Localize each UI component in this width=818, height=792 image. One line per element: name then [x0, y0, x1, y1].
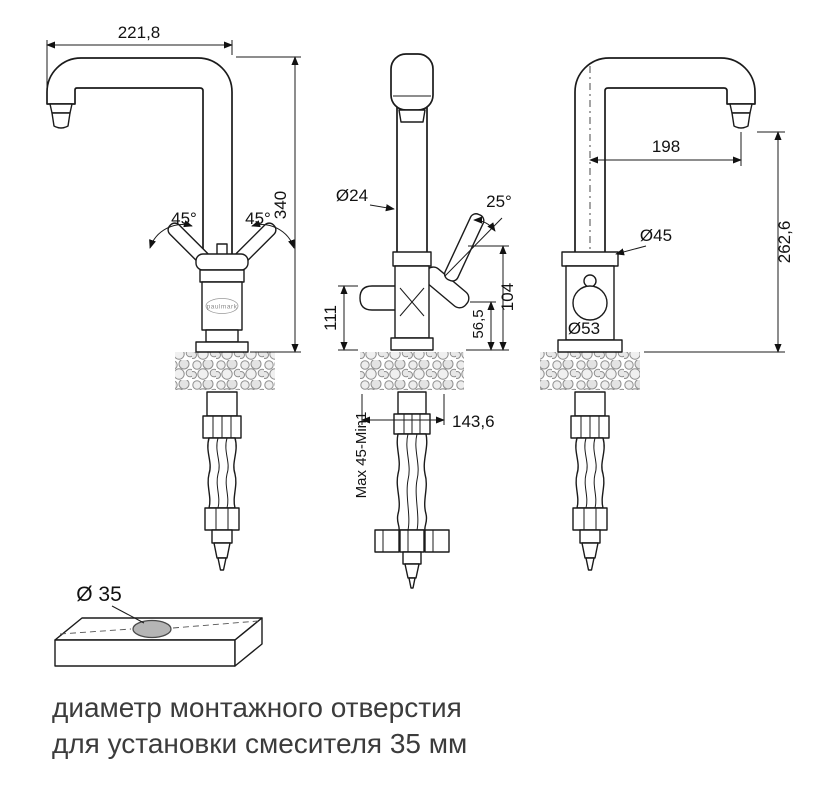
base-flange: [557, 339, 623, 353]
spout-nozzle: [49, 103, 73, 114]
dim-body-diameter-label: Ø45: [640, 226, 672, 245]
angle-left-label: 45°: [171, 209, 197, 228]
caption-line-2: для установки смесителя 35 мм: [52, 728, 467, 759]
countertop-section: [360, 352, 464, 390]
dim-reach-label: 198: [652, 137, 680, 156]
left-view: paulmark 221,8 340 45° 45°: [46, 23, 301, 571]
spout-nozzle: [398, 109, 426, 123]
flex-hose: [396, 433, 428, 531]
angle-arc-handle: [473, 216, 496, 232]
mounting-hole-sketch: Ø 35: [54, 583, 263, 667]
hose-end: [404, 563, 420, 579]
right-view: 198 262,6 Ø45 Ø53: [540, 57, 794, 571]
handle-ring-front: [572, 285, 608, 321]
mounting-hole: [132, 619, 172, 639]
body: [201, 281, 243, 331]
handle-hub: [195, 253, 249, 271]
hex-nut: [399, 529, 425, 553]
slab-side-face: [234, 617, 263, 667]
dim-base-width-label: 143,6: [452, 412, 495, 431]
mount-shank: [397, 391, 427, 415]
spout-tube: [396, 104, 428, 256]
dim-565-label: 56,5: [470, 309, 487, 338]
angle-right-label: 45°: [245, 209, 271, 228]
dim-flange-diameter-label: Ø53: [568, 319, 600, 338]
dim-111-label: 111: [321, 305, 340, 331]
base-flange: [195, 341, 249, 353]
hose-tip: [408, 577, 416, 589]
base-flange: [390, 337, 434, 351]
spout-outline: [574, 57, 756, 256]
countertop-section: [175, 352, 275, 390]
body-collar: [199, 269, 245, 283]
side-outlet-spout: [359, 285, 397, 311]
hex-nut: [424, 529, 450, 553]
hose-connector: [402, 551, 422, 565]
dim-handle-angle-label: 25°: [486, 192, 512, 211]
slab-front-face: [54, 639, 236, 667]
dim-spout-diameter-label: Ø24: [336, 186, 368, 205]
logo-badge: [205, 298, 239, 314]
body-neck: [205, 329, 239, 343]
caption-line-1: диаметр монтажного отверстия: [52, 692, 462, 723]
hole-diameter-label: Ø 35: [76, 583, 122, 606]
dim-height-label: 340: [271, 191, 290, 219]
aerator: [51, 112, 71, 129]
angle-arc-right: [251, 220, 295, 249]
dim-104-label: 104: [498, 283, 517, 311]
dim-width-label: 221,8: [118, 23, 161, 42]
body-collar: [561, 251, 619, 267]
hole-leader-line: [111, 605, 145, 624]
handle-hub: [392, 251, 432, 267]
mount-thickness-label: Max 45-Min1: [353, 412, 370, 499]
brand-logo: paulmark: [207, 304, 238, 311]
countertop-section: [540, 352, 640, 390]
under-counter-assembly: [202, 391, 242, 571]
spout-nozzle: [729, 103, 753, 114]
hex-nut: [374, 529, 400, 553]
angle-arc-left: [149, 220, 193, 249]
spout-bend-front: [390, 53, 434, 111]
under-counter-assembly: [374, 391, 450, 589]
leader-body-diameter: [615, 245, 647, 256]
spout-outline: [46, 57, 233, 256]
dim-outlet-height-label: 262,6: [775, 221, 794, 264]
aerator: [731, 112, 751, 129]
front-view: Ø24 25° 111 104 56,5 143,6 Max 45-Min1: [321, 53, 517, 589]
handle-knob-front: [583, 274, 597, 288]
leader-spout-diameter: [369, 204, 395, 212]
under-counter-assembly: [570, 391, 610, 571]
